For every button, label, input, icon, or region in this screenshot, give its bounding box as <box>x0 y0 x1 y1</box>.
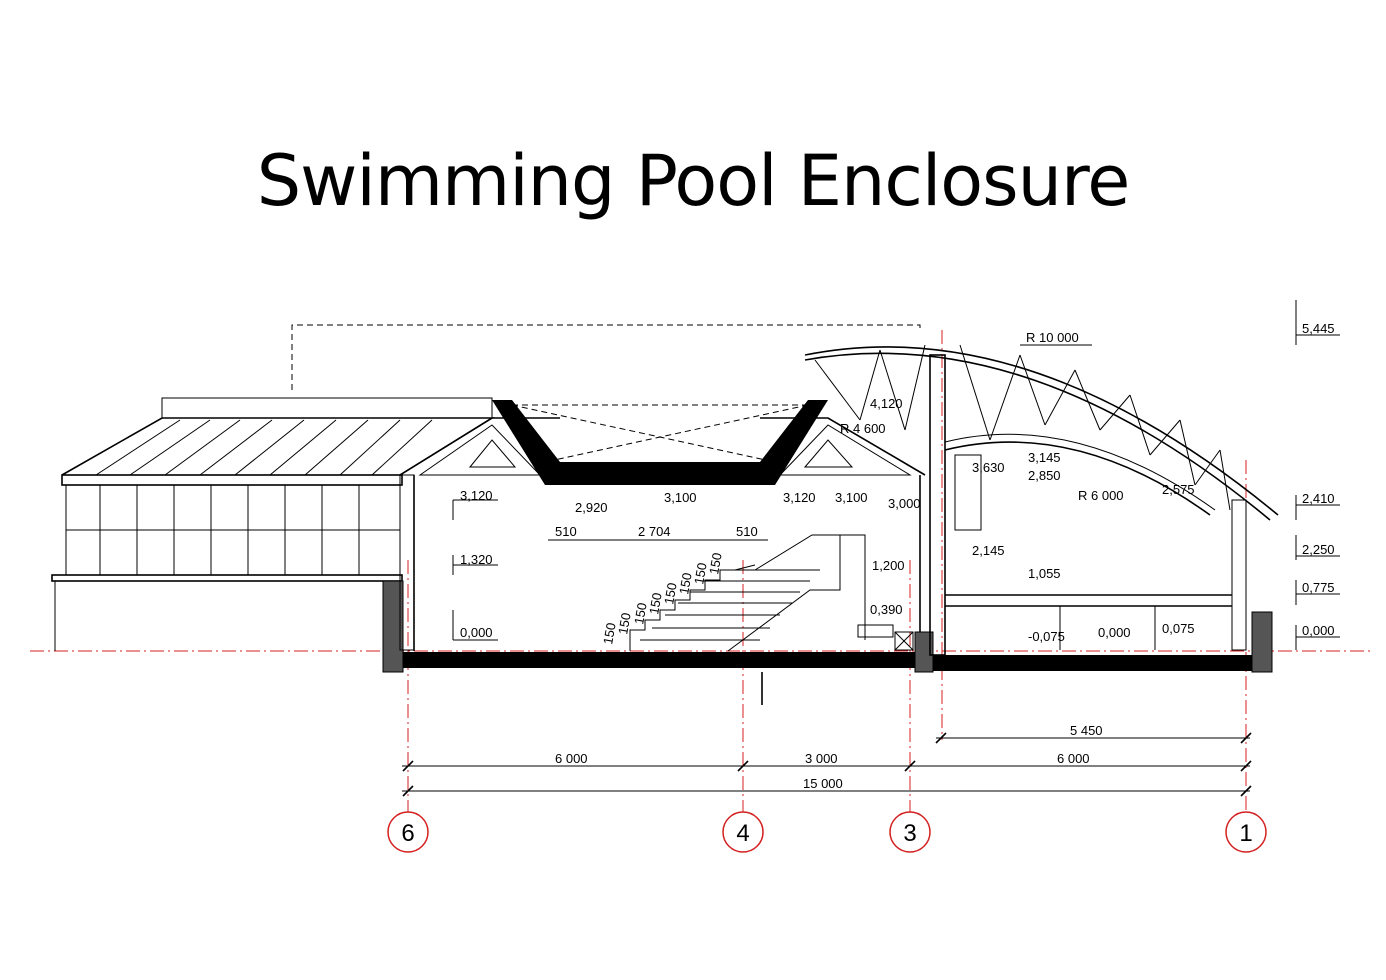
drawing-title: Swimming Pool Enclosure <box>256 140 1131 222</box>
dome-level-3630: 3,630 <box>972 460 1005 475</box>
level-right-2250: 2,250 <box>1302 542 1335 557</box>
dome-radius-outer: R 10 000 <box>1026 330 1079 345</box>
dome-level-0000: 0,000 <box>1098 625 1131 640</box>
level-3100-b: 3,100 <box>835 490 868 505</box>
dome-level-3145: 3,145 <box>1028 450 1061 465</box>
level-right-0000: 0,000 <box>1302 623 1335 638</box>
pool-hall <box>399 400 926 705</box>
dim-6000-right: 6 000 <box>1057 751 1090 766</box>
dim-3000: 3 000 <box>805 751 838 766</box>
dome-level-2575: 2,575 <box>1162 482 1195 497</box>
level-3100-a: 3,100 <box>664 490 697 505</box>
span-2704: 2 704 <box>638 524 671 539</box>
level-0390: 0,390 <box>870 602 903 617</box>
level-3120-b: 3,120 <box>783 490 816 505</box>
dome-radius-inner: R 6 000 <box>1078 488 1124 503</box>
dimension-lines <box>402 732 1252 797</box>
dome-level-minus-0075: -0,075 <box>1028 629 1065 644</box>
dim-6000-left: 6 000 <box>555 751 588 766</box>
level-ticks-right <box>1295 300 1340 650</box>
axis-label-6: 6 <box>401 820 414 847</box>
axis-marker-4: 4 <box>722 811 764 853</box>
axis-label-4: 4 <box>736 820 749 847</box>
level-ticks-left <box>452 499 498 641</box>
level-1200: 1,200 <box>872 558 905 573</box>
dome-structure <box>804 344 1279 673</box>
step-label-2: 150 <box>615 612 634 636</box>
dome-level-0075: 0,075 <box>1162 621 1195 636</box>
span-510-left: 510 <box>555 524 577 539</box>
level-right-5445: 5,445 <box>1302 321 1335 336</box>
step-label-6: 150 <box>676 572 695 596</box>
axis-marker-1: 1 <box>1225 811 1267 853</box>
step-label-7: 150 <box>691 562 710 586</box>
dome-level-1055: 1,055 <box>1028 566 1061 581</box>
level-left-0000: 0,000 <box>460 625 493 640</box>
step-label-5: 150 <box>661 582 680 606</box>
level-2920: 2,920 <box>575 500 608 515</box>
dim-15000: 15 000 <box>803 776 843 791</box>
step-label-3: 150 <box>631 602 650 626</box>
level-right-0775: 0,775 <box>1302 580 1335 595</box>
step-label-8: 150 <box>706 552 725 576</box>
level-3000: 3,000 <box>888 496 921 511</box>
span-510-right: 510 <box>736 524 758 539</box>
dim-5450: 5 450 <box>1070 723 1103 738</box>
step-label-4: 150 <box>646 592 665 616</box>
axis-marker-6: 6 <box>387 811 429 853</box>
step-label-1: 150 <box>600 622 619 646</box>
level-right-2410: 2,410 <box>1302 491 1335 506</box>
dome-level-2850: 2,850 <box>1028 468 1061 483</box>
dome-level-4120: 4,120 <box>870 396 903 411</box>
level-left-1320: 1,320 <box>460 552 493 567</box>
dome-level-2145: 2,145 <box>972 543 1005 558</box>
dome-radius-mid: R 4 600 <box>840 421 886 436</box>
level-left-3120: 3,120 <box>460 488 493 503</box>
axis-label-1: 1 <box>1239 820 1252 847</box>
axis-label-3: 3 <box>903 820 916 847</box>
axis-marker-3: 3 <box>889 811 931 853</box>
